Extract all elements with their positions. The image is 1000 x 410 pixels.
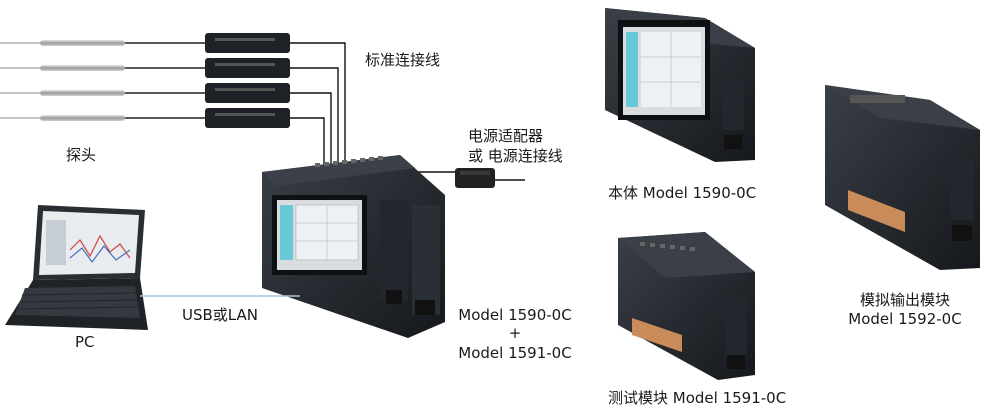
main-unit-label: 本体 Model 1590-0C <box>608 184 757 202</box>
probe-icon <box>0 115 215 121</box>
power-adapter-label: 电源适配器 <box>468 127 544 145</box>
probe-icon <box>0 65 215 71</box>
laptop-icon <box>5 205 148 330</box>
analog-module-model-label: Model 1592-0C <box>848 310 962 328</box>
probe-group <box>0 40 215 121</box>
main-unit-icon <box>605 8 755 162</box>
system-model-a-label: Model 1590-0C <box>458 306 572 324</box>
cable-icon <box>290 42 346 178</box>
usb-lan-label: USB或LAN <box>182 306 258 324</box>
pc-label: PC <box>75 333 95 351</box>
module-icon <box>825 85 980 270</box>
test-module-label: 测试模块 Model 1591-0C <box>608 389 787 407</box>
module-icon <box>618 232 755 380</box>
sensor-adapter-group <box>205 33 290 128</box>
system-plus-label: + <box>508 324 522 342</box>
probes-label: 探头 <box>66 146 97 164</box>
analog-module-label: 模拟输出模块 <box>859 291 950 309</box>
standard-cable-label: 标准连接线 <box>365 51 441 69</box>
system-model-b-label: Model 1591-0C <box>458 344 572 362</box>
data-logger-icon <box>262 155 445 338</box>
probe-icon <box>0 40 215 46</box>
probe-icon <box>0 90 215 96</box>
power-cable-label: 或 电源连接线 <box>468 147 563 165</box>
